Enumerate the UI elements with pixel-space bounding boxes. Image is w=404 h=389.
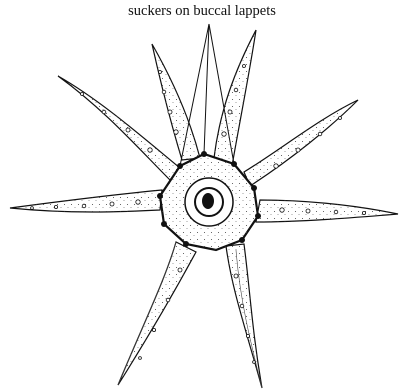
figure-annotation-label: suckers on buccal lappets bbox=[0, 3, 404, 20]
mouth bbox=[185, 178, 233, 226]
